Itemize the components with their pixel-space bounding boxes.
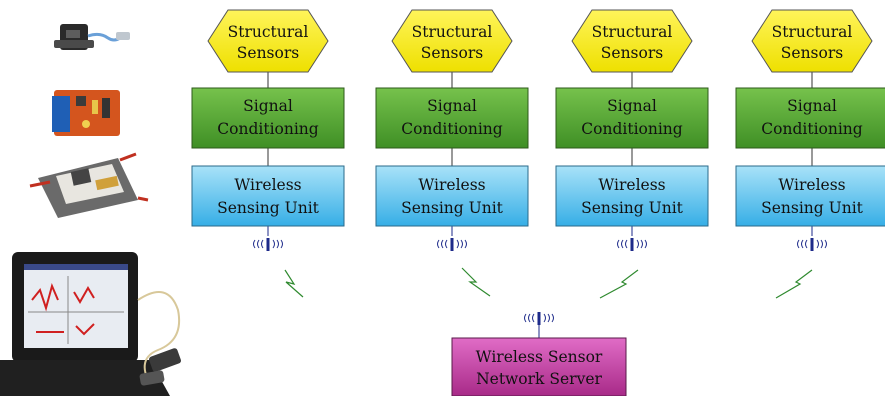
server-antenna-icon (524, 312, 554, 338)
wireless-link-icon (599, 269, 639, 299)
antenna-icon (524, 312, 554, 325)
laptop-server-photo (0, 252, 181, 396)
antenna-icon (253, 238, 283, 251)
wireless-link-icon (461, 267, 491, 297)
column-4: StructuralSensorsSignalConditioningWirel… (735, 9, 885, 251)
sensor-label-line2: Sensors (781, 44, 843, 62)
unit-label-line2: Sensing Unit (217, 199, 320, 217)
unit-label-line2: Sensing Unit (401, 199, 504, 217)
conditioning-label-line2: Conditioning (217, 120, 318, 138)
unit-label-line1: Wireless (778, 176, 845, 194)
conditioning-label-line2: Conditioning (581, 120, 682, 138)
server-label-line2: Network Server (476, 370, 602, 388)
server-label-line1: Wireless Sensor (476, 348, 603, 366)
network-server-box: Wireless Sensor Network Server (451, 337, 627, 396)
unit-label-line2: Sensing Unit (581, 199, 684, 217)
sensor-label-line2: Sensors (421, 44, 483, 62)
sensor-label-line2: Sensors (237, 44, 299, 62)
sensor-label-line1: Structural (772, 23, 853, 41)
unit-label-line2: Sensing Unit (761, 199, 864, 217)
unit-label-line1: Wireless (598, 176, 665, 194)
conditioning-label-line1: Signal (787, 97, 837, 115)
column-3: StructuralSensorsSignalConditioningWirel… (555, 9, 709, 251)
antenna-icon (797, 238, 827, 251)
sensor-label-line1: Structural (592, 23, 673, 41)
conditioning-label-line1: Signal (243, 97, 293, 115)
wireless-link-icon (775, 269, 813, 299)
conditioning-label-line1: Signal (607, 97, 657, 115)
antenna-icon (617, 238, 647, 251)
wireless-unit-photo (29, 152, 149, 218)
sensor-label-line2: Sensors (601, 44, 663, 62)
column-2: StructuralSensorsSignalConditioningWirel… (375, 9, 529, 251)
conditioning-label-line2: Conditioning (761, 120, 862, 138)
conditioning-label-line1: Signal (427, 97, 477, 115)
unit-label-line1: Wireless (418, 176, 485, 194)
wireless-link-icon (284, 269, 304, 298)
sensor-label-line1: Structural (412, 23, 493, 41)
column-1: StructuralSensorsSignalConditioningWirel… (191, 9, 345, 251)
antenna-icon (437, 238, 467, 251)
conditioning-label-line2: Conditioning (401, 120, 502, 138)
accelerometer-photo (54, 24, 130, 50)
sensor-label-line1: Structural (228, 23, 309, 41)
unit-label-line1: Wireless (234, 176, 301, 194)
signal-board-photo (52, 90, 120, 136)
